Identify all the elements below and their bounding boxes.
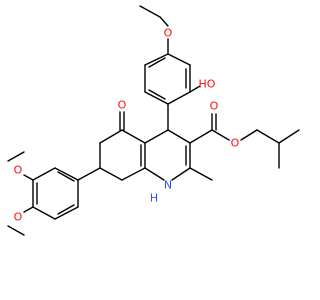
bond [167, 53, 191, 66]
bond [159, 16, 169, 27]
bond [189, 167, 213, 181]
bond [121, 167, 146, 181]
bond [23, 206, 34, 213]
bond [144, 129, 169, 144]
bond [171, 167, 191, 181]
bond [144, 91, 169, 105]
methoxy-oxygen-lower-left: O [14, 211, 23, 224]
bond [167, 129, 191, 144]
molecule-structure: O HO O O O O O N H [7, 5, 300, 236]
bond [167, 91, 191, 105]
bond [256, 129, 280, 144]
bond [189, 85, 201, 93]
amine-hydrogen: H [150, 192, 158, 205]
bond [278, 129, 300, 144]
phenol-hydroxyl: HO [199, 78, 216, 91]
bond [240, 129, 258, 141]
methoxy-oxygen-upper-left: O [14, 164, 23, 177]
ester-ether-oxygen: O [231, 137, 240, 150]
atom-labels: O HO O O O O O N H [14, 27, 240, 224]
bond [32, 206, 56, 220]
bond [99, 129, 123, 144]
bond [23, 174, 34, 181]
bond [121, 129, 146, 144]
bond [57, 204, 75, 215]
bond [32, 167, 56, 181]
bond [139, 5, 161, 18]
bond [7, 225, 25, 236]
ketone-oxygen: O [118, 99, 127, 112]
methoxy-oxygen-top: O [164, 27, 173, 40]
bond [77, 167, 101, 181]
bond [189, 129, 213, 144]
bond [148, 89, 166, 100]
bond [99, 167, 123, 181]
bond [57, 171, 75, 182]
amine-nitrogen: N [164, 179, 172, 192]
bonds [7, 5, 300, 236]
bond [211, 129, 230, 141]
bond [54, 167, 79, 181]
bond [144, 167, 165, 181]
bond [7, 151, 25, 162]
bond [144, 53, 169, 66]
bond [54, 206, 79, 220]
molecule-canvas: O HO O O O O O N H [7, 5, 300, 236]
bond [148, 57, 166, 68]
ester-carbonyl-oxygen: O [210, 100, 219, 113]
